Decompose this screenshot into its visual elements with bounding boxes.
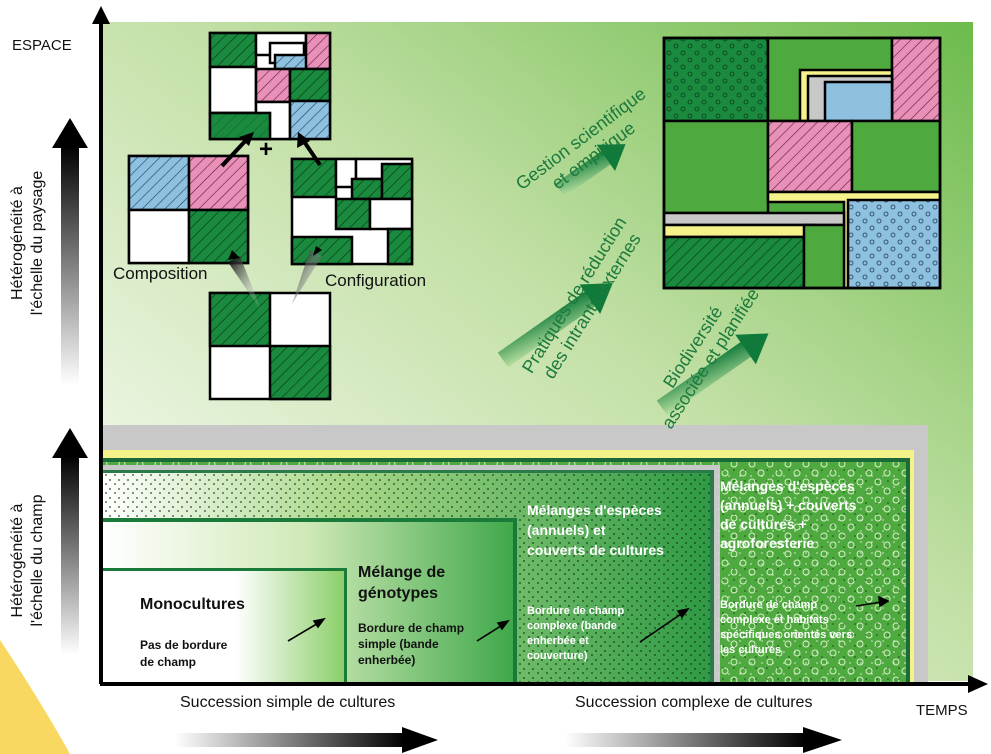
level4-title: Mélanges d'espèces (annuels) + couverts … <box>720 477 857 553</box>
cone-left <box>228 256 262 312</box>
level4-border: Bordure de champ complexe et habitats sp… <box>720 598 852 658</box>
level4-arrow <box>855 601 883 607</box>
level4-border-line-2: complexe et habitats <box>720 614 829 626</box>
axes <box>92 6 988 693</box>
level3-border-line-2: complexe (bande <box>527 620 617 632</box>
field-bands <box>102 425 928 683</box>
x-right-label: Succession complexe de cultures <box>575 694 813 711</box>
y-upper-label: Hétérogénéité à l'échelle du paysage <box>8 143 48 343</box>
configuration-label: Configuration <box>325 271 427 290</box>
trend-arrows <box>497 144 769 416</box>
level2-border: Bordure de champ simple (bande enherbée) <box>358 620 464 668</box>
complex-arrow-head <box>803 727 842 753</box>
level3-border-line-4: couverture) <box>527 650 588 662</box>
level2-title: Mélange de génotypes <box>358 562 445 604</box>
y-lower-line-2: l'échelle du champ <box>29 494 46 627</box>
x-axis-label: TEMPS <box>916 702 968 719</box>
level1-border: Pas de bordure de champ <box>140 637 227 671</box>
level4-arrowhead <box>878 595 890 608</box>
level3-border: Bordure de champ complexe (bande enherbé… <box>527 604 624 664</box>
level1-arrowhead <box>312 617 326 629</box>
level4-title-line-3: de cultures + <box>720 516 807 532</box>
level2-arrowhead <box>496 619 510 631</box>
left-gradient-arrows <box>52 118 88 655</box>
level1-arrow <box>287 621 321 642</box>
mosaic-configuration <box>290 157 414 266</box>
bottom-gradient-arrows <box>175 727 842 753</box>
simple-arrow-head <box>402 727 438 753</box>
y-lower-label: Hétérogénéité à l'échelle du champ <box>8 453 48 668</box>
level4-title-line-4: agroforesterie <box>720 535 815 551</box>
x-axis-arrowhead <box>968 675 988 693</box>
level3-title: Mélanges d'espèces (annuels) et couverts… <box>527 500 664 560</box>
y-upper-line-2: l'échelle du paysage <box>29 170 46 316</box>
mosaic-large <box>662 36 942 290</box>
mosaic-connectors <box>220 132 322 312</box>
y-lower-line-1: Hétérogénéité à <box>9 503 26 618</box>
y-axis-arrowhead <box>92 6 110 24</box>
mosaic-top <box>208 31 332 141</box>
level4-title-line-1: Mélanges d'espèces <box>720 478 855 494</box>
trend-arrow-3 <box>656 333 769 416</box>
landscape-arrow-head <box>52 118 88 148</box>
level3-title-line-3: couverts de cultures <box>527 542 664 558</box>
cone-right <box>292 250 322 304</box>
level2-title-line-1: Mélange de <box>358 564 446 581</box>
level3-title-line-1: Mélanges d'espèces <box>527 502 662 518</box>
level2-border-line-2: simple (bande <box>358 637 439 651</box>
trend-arrow-1 <box>555 144 626 197</box>
level2-border-line-3: enherbée) <box>358 653 416 667</box>
level-arrows <box>287 595 890 643</box>
x-left-label: Succession simple de cultures <box>180 694 396 711</box>
y-axis-label: ESPACE <box>12 37 72 54</box>
level2-title-line-2: génotypes <box>358 585 439 602</box>
landscape-arrow-shaft <box>61 145 79 385</box>
corner-decoration <box>0 640 70 754</box>
plus-sign: + <box>259 136 274 163</box>
band-level1-fill <box>102 571 344 683</box>
simple-arrow-shaft <box>175 733 405 747</box>
y-upper-line-1: Hétérogénéité à <box>9 186 26 300</box>
mosaic-base <box>208 291 332 401</box>
field-arrow-shaft <box>61 455 79 655</box>
level1-border-line-1: Pas de bordure <box>140 638 228 652</box>
level4-border-line-1: Bordure de champ <box>720 599 818 611</box>
band-level4-dots <box>718 466 906 680</box>
level2-arrow <box>476 623 505 642</box>
level4-title-line-2: (annuels) + couverts <box>720 497 857 513</box>
level1-border-line-2: de champ <box>140 655 197 669</box>
level3-arrowhead <box>676 607 690 619</box>
level3-border-line-3: enherbée et <box>527 635 589 647</box>
complex-arrow-shaft <box>565 733 805 747</box>
mosaic-composition <box>127 154 250 265</box>
field-arrow-head <box>52 428 88 458</box>
level3-arrow <box>639 611 685 643</box>
composition-label: Composition <box>113 264 208 283</box>
level1-title: Monocultures <box>140 596 245 613</box>
level3-title-line-2: (annuels) et <box>527 522 606 538</box>
trend-arrow-2 <box>497 283 613 368</box>
level3-border-line-1: Bordure de champ <box>527 605 625 617</box>
level4-border-line-3: spécifiques orientés vers <box>720 629 853 641</box>
level4-border-line-4: les cultures <box>720 644 782 656</box>
level2-border-line-1: Bordure de champ <box>358 621 465 635</box>
